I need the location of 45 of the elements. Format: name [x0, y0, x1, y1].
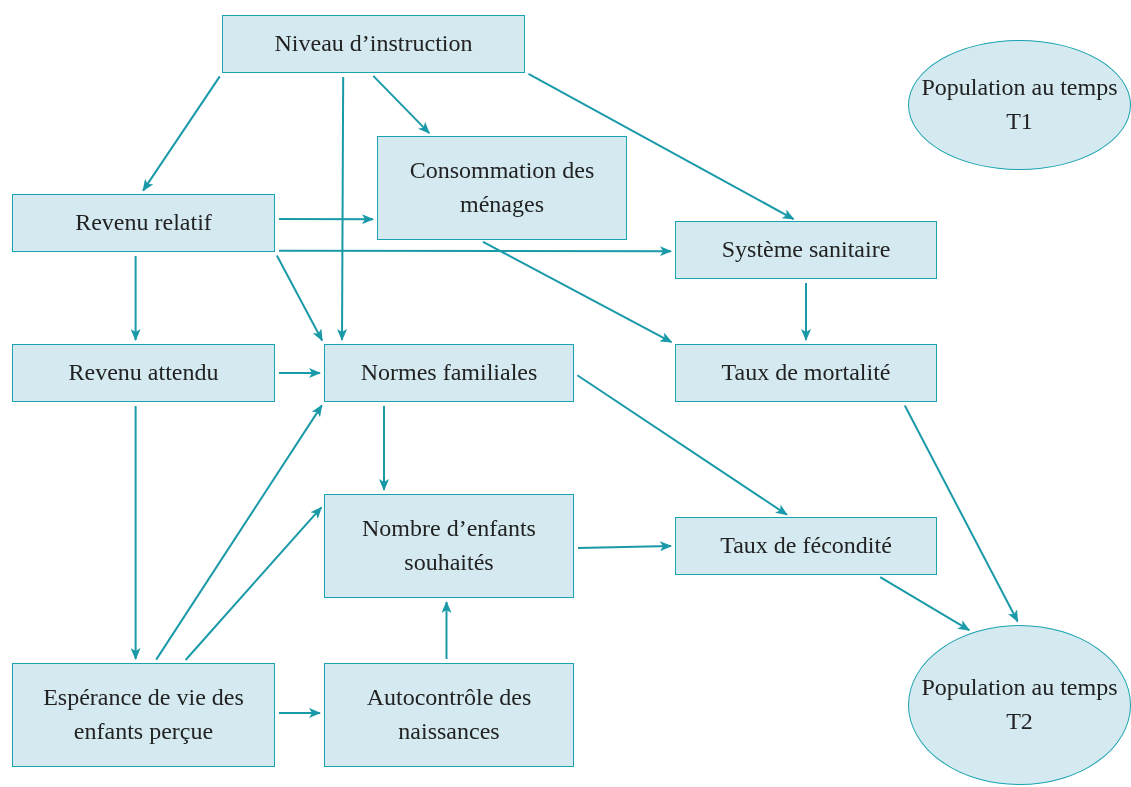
arrow [801, 282, 811, 341]
arrow [184, 506, 323, 661]
arrow [577, 541, 672, 552]
arrow [130, 255, 141, 341]
arrow [576, 374, 788, 516]
node-label: Population au temps T2 [920, 673, 1119, 736]
node-label: Système sanitaire [721, 235, 891, 265]
node-label: Revenu relatif [75, 208, 212, 238]
node-label: Population au temps T1 [920, 73, 1119, 136]
node-label: Niveau d’instruction [274, 29, 473, 59]
node-label: Taux de fécondité [720, 531, 892, 561]
factor-box [12, 663, 275, 767]
factor-box [675, 344, 937, 402]
factor-box [324, 663, 574, 767]
node-label: Espérance de vie des enfants perçue [42, 683, 245, 746]
arrow [527, 72, 795, 221]
arrow [275, 254, 324, 342]
node-label: Taux de mortalité [721, 358, 891, 388]
factor-box [675, 221, 937, 279]
arrow [379, 405, 389, 491]
arrow [482, 240, 673, 344]
node-label: Consommation des ménages [408, 156, 596, 219]
node-label: Revenu attendu [68, 358, 219, 388]
arrow [278, 368, 321, 378]
factor-box [377, 136, 627, 240]
arrow [278, 246, 672, 257]
arrow [155, 404, 323, 661]
node-label: Autocontrôle des naissances [365, 683, 533, 746]
factor-box [324, 494, 574, 598]
factor-box [324, 344, 574, 402]
arrow [337, 76, 348, 341]
arrow [879, 576, 971, 632]
node-label: Nombre d’enfants souhaités [361, 514, 537, 577]
factor-box [222, 15, 525, 73]
arrow [278, 214, 374, 225]
arrow [372, 74, 431, 135]
arrow [278, 707, 321, 718]
factor-box [12, 344, 275, 402]
arrow [441, 601, 452, 660]
arrow [142, 75, 221, 192]
factor-box [675, 517, 937, 575]
factor-box [12, 194, 275, 252]
node-label: Normes familiales [360, 358, 538, 388]
arrow [130, 405, 141, 660]
arrow [903, 404, 1019, 623]
